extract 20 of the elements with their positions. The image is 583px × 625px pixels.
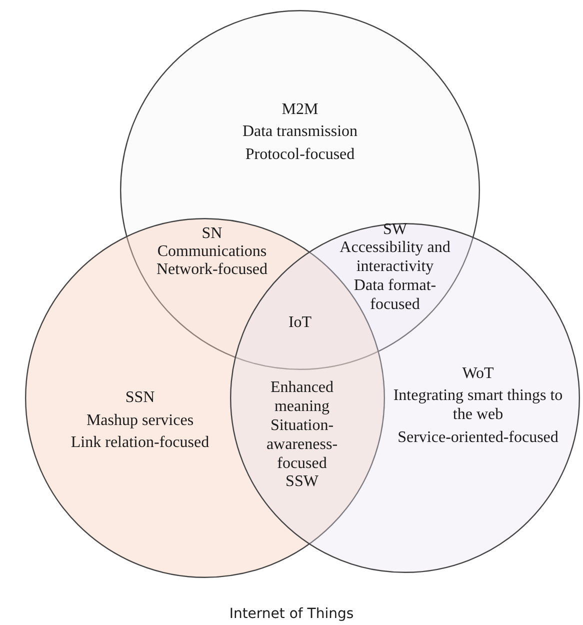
region-label: Accessibility and interactivity xyxy=(338,238,452,276)
set-description: Service-oriented-focused xyxy=(396,428,560,447)
region-label: Situation-awareness-focused xyxy=(265,416,339,473)
set-title: SSN xyxy=(124,388,156,407)
caption: Internet of Things xyxy=(229,606,354,622)
set-title: WoT xyxy=(461,364,495,383)
region-label: Communications xyxy=(156,242,268,261)
region-label: SSW xyxy=(284,472,320,491)
set-description: Link relation-focused xyxy=(70,433,210,452)
region-label: Enhanced meaning xyxy=(269,378,335,416)
region-label: Data format-focused xyxy=(352,276,438,314)
set-title: M2M xyxy=(280,100,320,119)
set-description: Data transmission xyxy=(241,122,359,141)
region-label: IoT xyxy=(287,313,313,332)
region-label: Network-focused xyxy=(155,260,269,279)
region-label: SW xyxy=(382,220,408,239)
region-label: SN xyxy=(200,224,224,243)
set-description: Mashup services xyxy=(85,411,195,430)
set-description: Integrating smart things to the web xyxy=(392,386,564,424)
set-description: Protocol-focused xyxy=(244,145,356,164)
